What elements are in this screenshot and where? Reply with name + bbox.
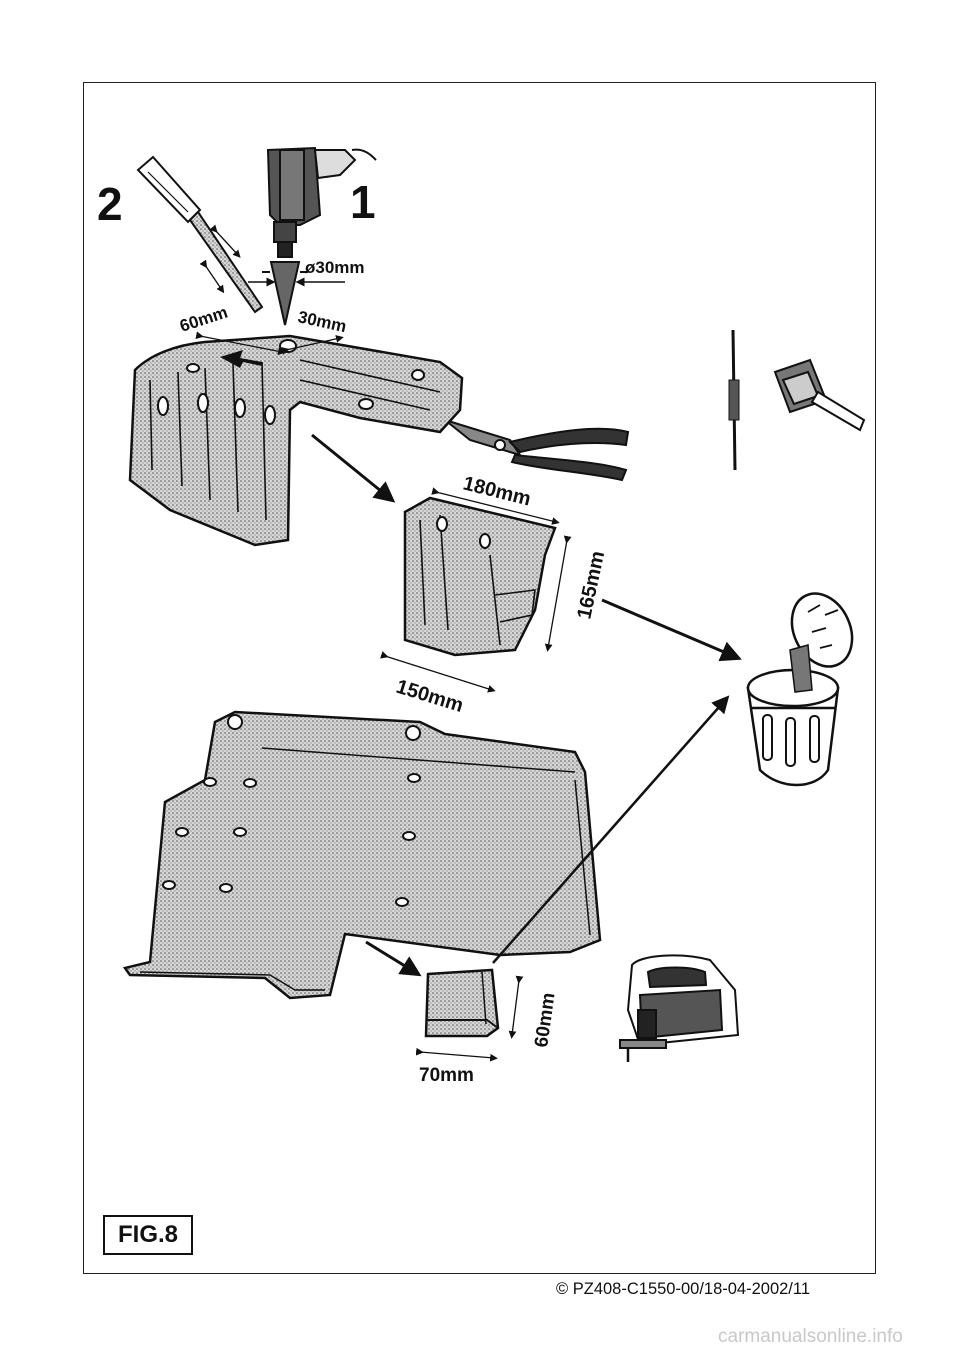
- waste-bin-icon: [746, 592, 854, 787]
- scriber-icon: [728, 329, 740, 471]
- cut-section-165: [403, 496, 557, 657]
- figure-frame: [83, 82, 876, 1274]
- tape-measure-icon: [773, 358, 866, 432]
- height-60-dim: 60mm: [531, 991, 559, 1048]
- offset-60-dim: 60mm: [177, 303, 230, 336]
- width-70-dim: 70mm: [419, 1065, 474, 1086]
- step-2-label: 2: [97, 178, 123, 230]
- jigsaw-icon: [619, 954, 740, 1062]
- watermark-text: carmanualsonline.info: [718, 1326, 903, 1347]
- floor-tray-panel: [122, 710, 602, 1000]
- file-tool-icon: [136, 155, 264, 314]
- depth-150-dim: 150mm: [394, 676, 466, 717]
- height-165-dim: 165mm: [573, 549, 609, 621]
- hole-diameter-dim: ø30mm: [305, 258, 365, 277]
- tin-snips-icon: [444, 419, 630, 482]
- document-reference: © PZ408-C1550-00/18-04-2002/11: [556, 1280, 811, 1298]
- step-1-label: 1: [350, 176, 376, 228]
- figure-label: FIG.8: [103, 1215, 193, 1255]
- drill-icon: [262, 146, 377, 326]
- offset-30-dim: 30mm: [296, 307, 348, 336]
- width-180-dim: 180mm: [461, 473, 533, 511]
- cut-section-60: [424, 968, 500, 1038]
